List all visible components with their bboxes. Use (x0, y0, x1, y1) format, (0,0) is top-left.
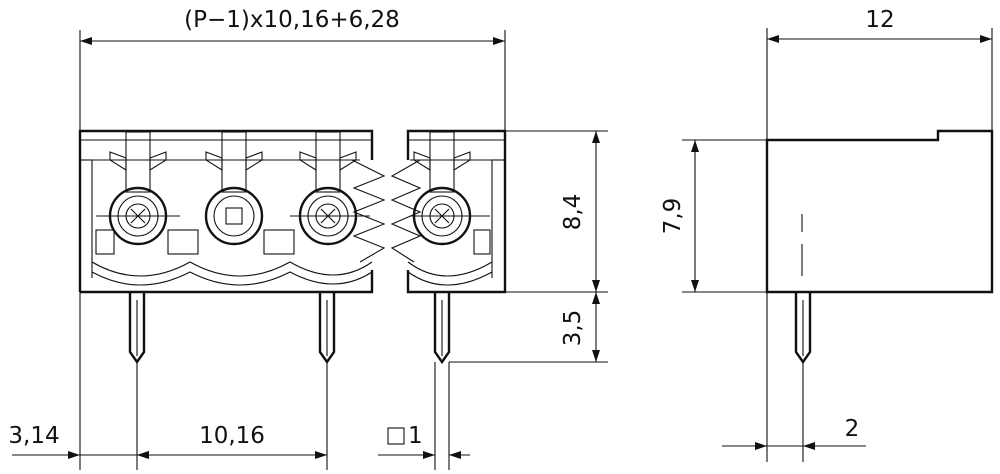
dim-pin-square: 1 (408, 423, 423, 449)
side-view (765, 129, 994, 365)
dim-body-height: 8,4 (560, 194, 586, 231)
dim-side-height: 7,9 (660, 198, 686, 235)
break-line-left (351, 159, 386, 263)
body-bottom-left (80, 270, 374, 294)
terminal-3 (263, 131, 370, 255)
dim-edge-offset: 3,14 (8, 423, 59, 449)
terminal-2 (167, 131, 264, 255)
dimensions: (P−1)x10,16+6,28 12 8,4 3,5 7,9 3,14 10,… (8, 7, 993, 470)
terminal-1 (95, 131, 180, 255)
body-outline-left (78, 129, 374, 292)
dim-pitch: 10,16 (199, 423, 265, 449)
break-line-right (390, 159, 422, 263)
square-symbol-icon (387, 427, 405, 445)
side-body-outline (765, 129, 994, 294)
dim-pin-offset: 2 (845, 416, 860, 442)
terminal-4 (410, 131, 491, 255)
body-outline-right (406, 129, 507, 294)
front-view (78, 129, 507, 365)
dim-overall-width: (P−1)x10,16+6,28 (184, 7, 400, 33)
pins-front (128, 292, 451, 365)
dim-pin-length: 3,5 (560, 310, 586, 347)
dim-depth: 12 (865, 7, 894, 33)
scallop-left (91, 261, 373, 277)
